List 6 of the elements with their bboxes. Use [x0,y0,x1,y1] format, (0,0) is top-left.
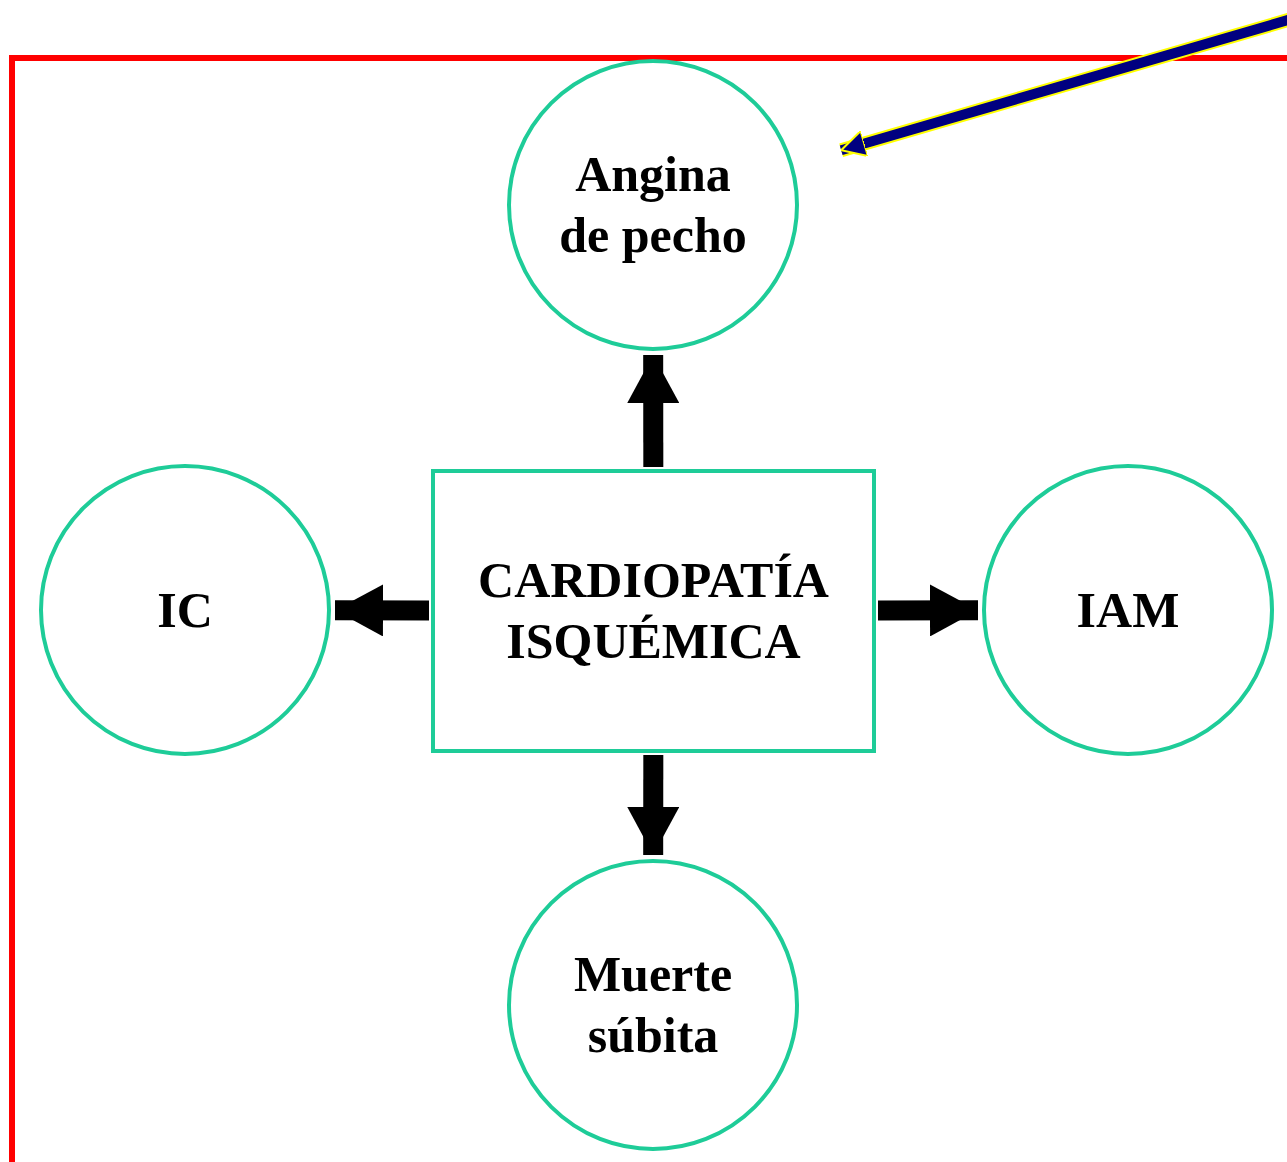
condition-box [431,469,876,753]
node-label: Muerte súbita [572,945,734,1065]
node-label: Angina de pecho [558,145,748,265]
node-label: IAM [1076,580,1180,640]
node-label: IC [157,580,213,640]
node-label: CARDIOPATÍA ISQUÉMICA [477,551,830,671]
